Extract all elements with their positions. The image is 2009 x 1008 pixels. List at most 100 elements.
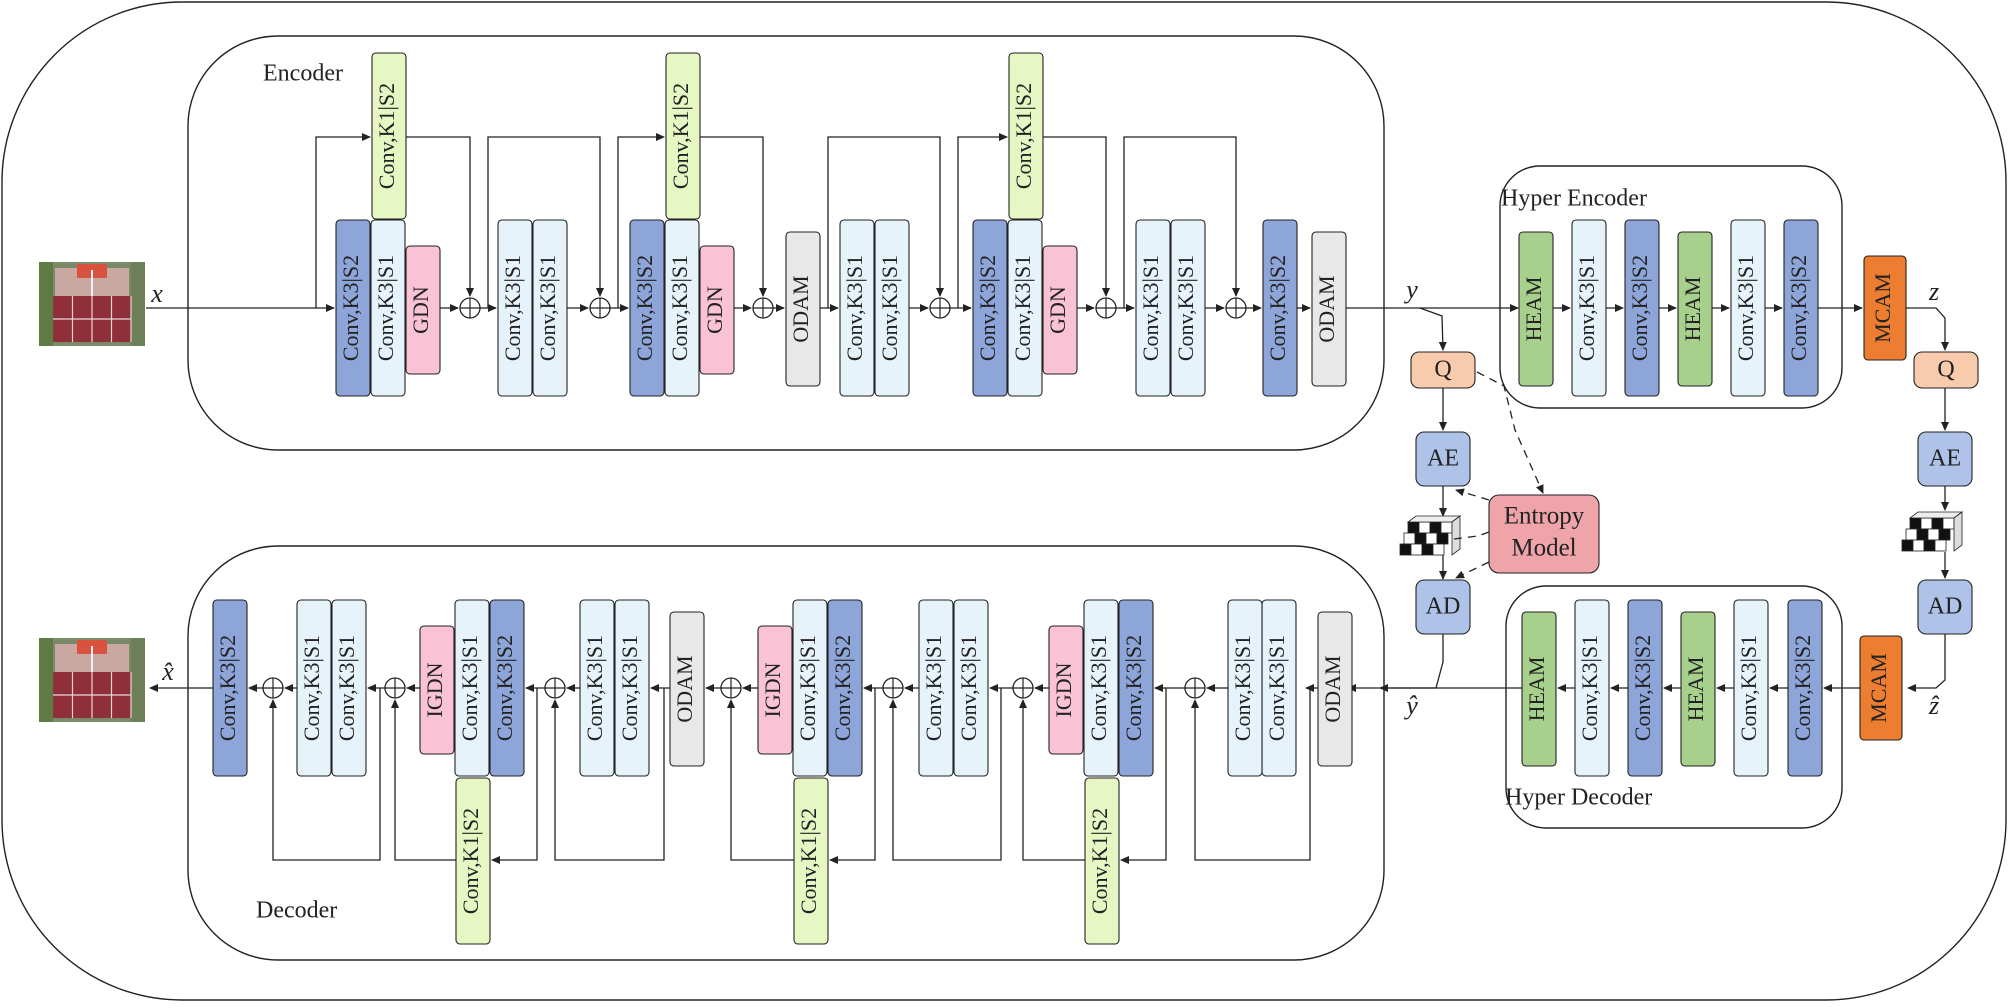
dec-conv-k1-s2-1: [1084, 777, 1120, 945]
mcam-to-q: [1906, 307, 1949, 351]
enc-skip5-branch: [957, 133, 1008, 308]
input-image-trees-left: [39, 262, 53, 346]
dec-igdn-1-label: IGDN: [1051, 662, 1076, 717]
dec-conv-k3-s1-1-label: Conv,K3|S1: [1264, 635, 1289, 741]
adz-to-mcam: [1907, 634, 1946, 692]
henc-conv-k3-s1-1-label: Conv,K3|S1: [1574, 255, 1599, 361]
hyper-decoder-frame: [1505, 585, 1843, 829]
enc-conv-k3-s1-8-label: Conv,K3|S1: [1138, 255, 1163, 361]
enc-gdn-1: [405, 245, 441, 375]
enc-gdn-2-label: GDN: [702, 286, 727, 334]
enc-skip1-branch: [315, 133, 371, 308]
hdec-conv-k3-s2-2-label: Conv,K3|S2: [1630, 635, 1655, 741]
bitstream-z-cell: [1916, 528, 1929, 541]
ae-box-y-label: AE: [1427, 446, 1459, 472]
bitstream-z-cell: [1912, 539, 1925, 552]
signal-x: x: [150, 279, 163, 308]
hdec-heam-2: [1521, 611, 1557, 767]
q-box-z-label: Q: [1937, 357, 1954, 383]
dec-odam-1-label: ODAM: [1320, 655, 1345, 722]
input-image: [39, 262, 145, 346]
dec-conv-k3-s1-4-label: Conv,K3|S1: [956, 635, 981, 741]
dec-skip2-merge: [1019, 699, 1085, 861]
henc-conv-k3-s2-1-label: Conv,K3|S2: [1627, 255, 1652, 361]
entropy-model-box: [1488, 494, 1600, 574]
dec-odam-2-label: ODAM: [672, 655, 697, 722]
bitstream-z-cell: [1931, 517, 1944, 530]
enc-conv-k1-s2-1-label: Conv,K1|S2: [374, 83, 399, 189]
dec-conv-k1-s2-1-label: Conv,K1|S2: [1087, 808, 1112, 914]
bitstream-z-cell: [1942, 517, 1955, 530]
entropy-to-bits-dashed: [1453, 531, 1490, 540]
dec-conv-k3-s1-7-label: Conv,K3|S1: [617, 635, 642, 741]
dec-skip3: [889, 688, 1002, 861]
bitstream-z-cell: [1927, 528, 1940, 541]
signal-y: y: [1403, 275, 1418, 304]
enc-conv-k3-s1-2: [497, 219, 533, 397]
dec-conv-k1-s2-2-label: Conv,K1|S2: [796, 808, 821, 914]
enc-conv-k1-s2-3: [1008, 52, 1044, 220]
dec-conv-k3-s1-9-label: Conv,K3|S1: [457, 635, 482, 741]
henc-heam-2: [1677, 231, 1713, 387]
bitstream-z-side: [1953, 511, 1963, 552]
bitstream-z-cell: [1901, 539, 1914, 552]
y-to-q: [1419, 307, 1447, 351]
q-to-entropy-dashed: [1476, 371, 1544, 494]
input-image-trees-right: [131, 262, 145, 346]
dec-conv-k3-s1-4: [953, 599, 989, 777]
hdec-conv-k3-s1-1-label: Conv,K3|S1: [1736, 635, 1761, 741]
bitstream-y-cell: [1421, 543, 1434, 556]
dec-skip6-branch: [491, 688, 538, 864]
bitstream-z-cell: [1938, 528, 1951, 541]
enc-conv-k3-s1-1-label: Conv,K3|S1: [373, 255, 398, 361]
bitstream-y-cell: [1403, 532, 1416, 545]
decoder-frame: [187, 545, 1385, 961]
dec-odam-2: [669, 611, 705, 767]
enc-conv-k3-s2-1: [335, 219, 371, 397]
dec-conv-k3-s1-5-label: Conv,K3|S1: [921, 635, 946, 741]
entropy-to-ae-dashed: [1455, 488, 1490, 501]
mcam-top-label: MCAM: [1870, 273, 1895, 343]
dec-conv-k3-s1-10-label: Conv,K3|S1: [334, 635, 359, 741]
bitstream-z-cell: [1934, 539, 1947, 552]
enc-skip3-merge: [700, 136, 767, 297]
enc-conv-k3-s1-8: [1135, 219, 1171, 397]
henc-heam-1: [1518, 231, 1554, 387]
decoder-title: Decoder: [256, 898, 337, 924]
bitstream-y-cell: [1425, 532, 1438, 545]
q-box-z: [1913, 351, 1979, 389]
enc-conv-k3-s2-3: [972, 219, 1008, 397]
bitstream-z-cell: [1923, 539, 1936, 552]
output-image: [39, 638, 145, 722]
bitstream-y-cell: [1410, 543, 1423, 556]
hdec-heam-2-label: HEAM: [1524, 657, 1549, 722]
henc-conv-k3-s2-2-label: Conv,K3|S2: [1786, 255, 1811, 361]
hyper-encoder-title: Hyper Encoder: [1501, 186, 1647, 212]
dec-conv-k3-s1-11-label: Conv,K3|S1: [299, 635, 324, 741]
enc-conv-k3-s2-2-label: Conv,K3|S2: [632, 255, 657, 361]
enc-odam-2-label: ODAM: [1314, 275, 1339, 342]
dec-conv-k3-s2-1: [1118, 599, 1154, 777]
dec-igdn-3: [419, 625, 455, 755]
dec-skip6-merge: [391, 699, 456, 861]
enc-conv-k3-s1-4: [664, 219, 700, 397]
signal-x-hat: x̂: [161, 657, 174, 686]
encoder-frame: [187, 35, 1385, 451]
bitstream-z-cell: [1920, 517, 1933, 530]
bitstream-y-cell: [1440, 521, 1453, 534]
hyper-encoder-frame: [1499, 165, 1843, 409]
enc-conv-k1-s2-3-label: Conv,K1|S2: [1011, 83, 1036, 189]
ae-box-z-label: AE: [1929, 446, 1961, 472]
dec-conv-k3-s2-3-label: Conv,K3|S2: [492, 635, 517, 741]
enc-skip2: [487, 136, 604, 308]
henc-heam-2-label: HEAM: [1680, 277, 1705, 342]
enc-conv-k3-s2-2: [629, 219, 665, 397]
bitstream-y-cell: [1432, 543, 1445, 556]
dec-skip4-branch: [829, 688, 876, 864]
dec-conv-k1-s2-2: [793, 777, 829, 945]
bitstream-z-cell: [1909, 517, 1922, 530]
entropy-model-label-1: Entropy: [1504, 503, 1585, 530]
dec-conv-k3-s2-4-label: Conv,K3|S2: [215, 635, 240, 741]
enc-conv-k3-s1-4-label: Conv,K3|S1: [667, 255, 692, 361]
